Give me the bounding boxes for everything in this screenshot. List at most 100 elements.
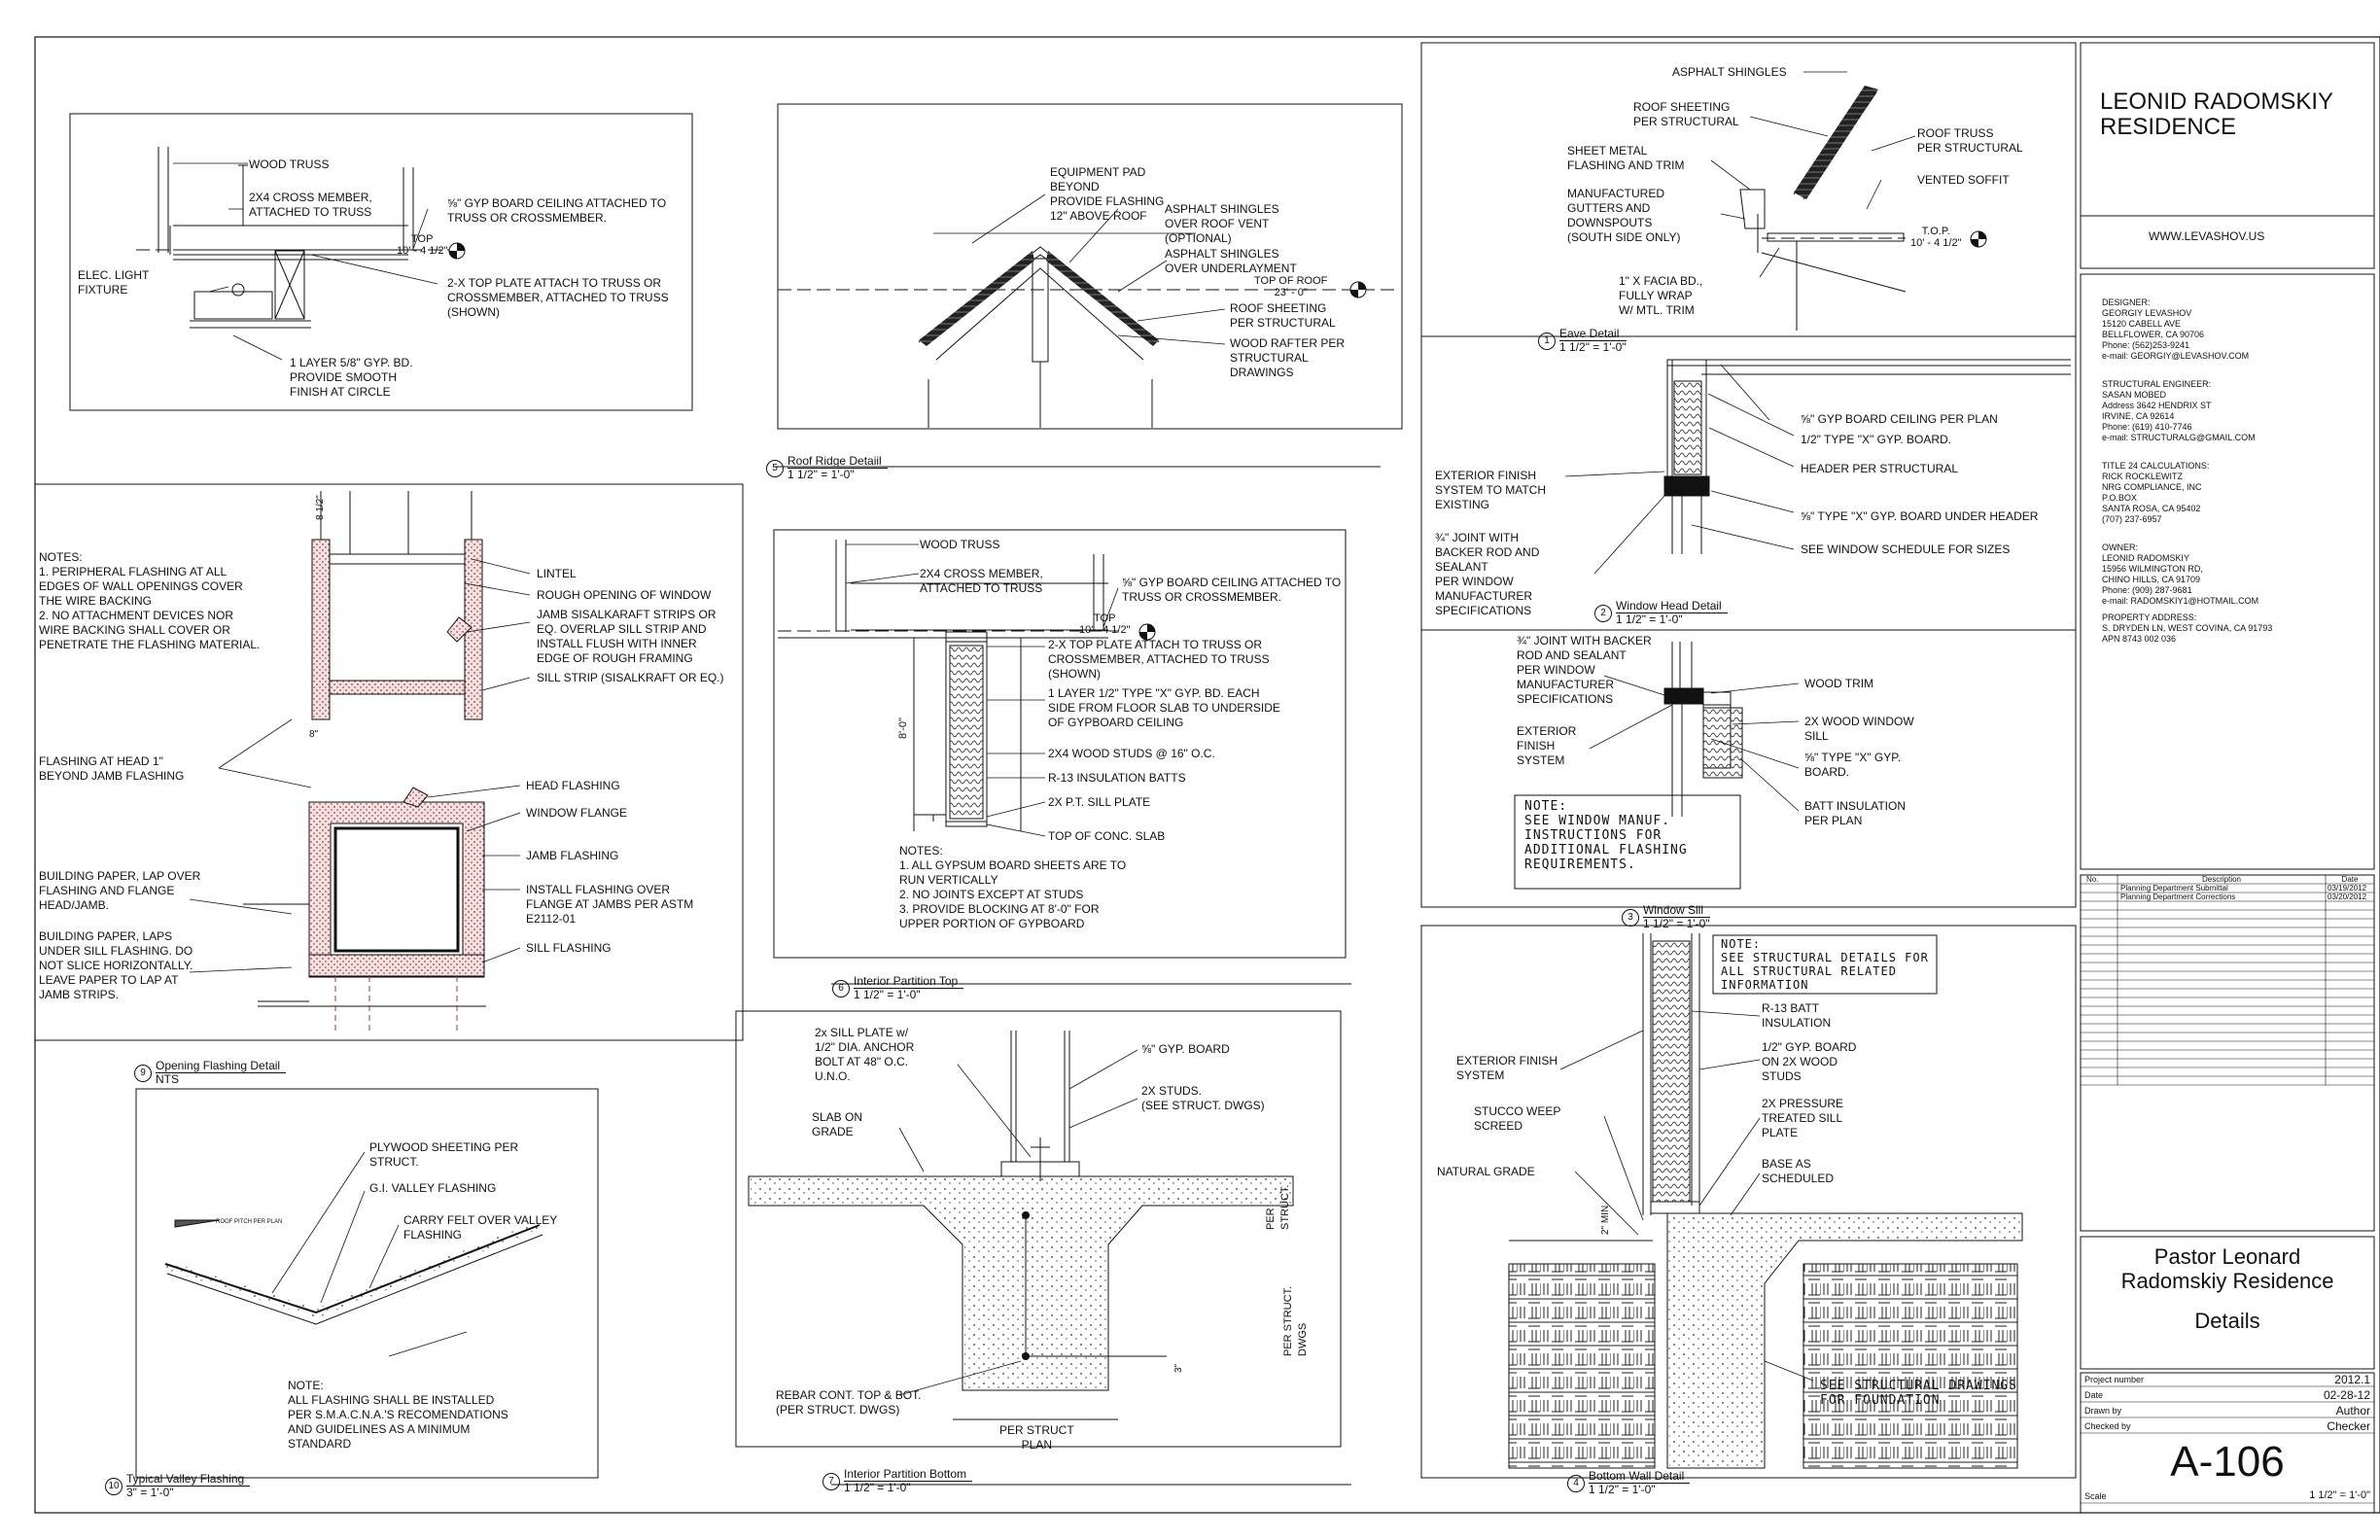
label-pt-studs: 2X4 WOOD STUDS @ 16" O.C. [1048, 747, 1215, 760]
label-cross-member: 2X4 CROSS MEMBER, ATTACHED TO TRUSS [249, 191, 372, 219]
detail-number: 3 [1622, 908, 1639, 927]
label-pb-gyp: ⅝" GYP. BOARD [1141, 1042, 1230, 1056]
label-window-schedule: SEE WINDOW SCHEDULE FOR SIZES [1801, 542, 2011, 556]
bottom-concrete [1667, 1215, 2020, 1466]
detail-scale: 1 1/2" = 1'-0" [1589, 1483, 1656, 1496]
label-top-level: TOP 10' - 4 1/2" [397, 233, 448, 257]
partition-top-insulation [949, 645, 984, 820]
head-insulation [1673, 380, 1702, 475]
detail-name: Eave Detail [1559, 328, 1627, 341]
label-see-foundation: SEE STRUCTURAL DRAWINGS FOR FOUNDATION [1820, 1379, 2018, 1408]
detail-number: 5 [766, 459, 784, 477]
label-slab-on-grade: SLAB ON GRADE [812, 1110, 863, 1138]
label-lintel: LINTEL [537, 567, 577, 580]
label-facia: 1" X FACIA BD., FULLY WRAP W/ MTL. TRIM [1619, 274, 1703, 317]
date-label: Date [2084, 1390, 2104, 1400]
sheet-title: Pastor Leonard Radomskiy Residence [2120, 1244, 2334, 1293]
ridge-shingles [919, 251, 1159, 346]
label-per-struct-plan: PER STRUCT PLAN [999, 1423, 1074, 1452]
ceiling-detail-leaders [173, 162, 438, 361]
label-pt-top: TOP 10' - 4 1/2" [1079, 612, 1131, 636]
label-flash-head: FLASHING AT HEAD 1" BEYOND JAMB FLASHING [39, 754, 185, 783]
bottom-note: NOTE: SEE STRUCTURAL DETAILS FOR ALL STR… [1721, 937, 1929, 992]
website: WWW.LEVASHOV.US [2149, 229, 2265, 243]
label-light-fixture: ELEC. LIGHT FIXTURE [78, 268, 150, 297]
dim-8: 8" [309, 729, 319, 740]
label-bottom-gyp: 1/2" GYP. BOARD ON 2X WOOD STUDS [1762, 1040, 1857, 1083]
label-per-struct-dwgs: PER STRUCT. DWGS [1282, 1285, 1309, 1356]
eave-shingles [1794, 86, 1878, 199]
ridge-level-marker [1349, 281, 1367, 298]
detail-scale: NTS [156, 1072, 179, 1086]
detail-name: Window Sill [1643, 904, 1710, 918]
label-plywood: PLYWOOD SHEETING PER STRUCT. [369, 1140, 519, 1169]
detail-scale: 1 1/2" = 1'-0" [1559, 340, 1627, 354]
revision-description: Planning Department Corrections [2120, 892, 2236, 901]
ceiling-detail [69, 113, 693, 411]
detail-scale: 3" = 1'-0" [126, 1486, 174, 1499]
label-jamb-flashing: JAMB FLASHING [526, 849, 619, 862]
label-paper-under: BUILDING PAPER, LAPS UNDER SILL FLASHING… [39, 929, 193, 1001]
label-carry-felt: CARRY FELT OVER VALLEY FLASHING [403, 1213, 558, 1242]
bottom-insulation [1652, 940, 1691, 1203]
bottom-note-box [1712, 934, 1938, 995]
revision-date: 03/19/2012 [2328, 884, 2367, 892]
scale-value: 1 1/2" = 1'-0" [2309, 1489, 2370, 1501]
detail-number: 2 [1594, 604, 1612, 622]
label-head-gyp-ceiling: ⅝" GYP BOARD CEILING PER PLAN [1801, 412, 1998, 426]
label-head-ext-finish: EXTERIOR FINISH SYSTEM TO MATCH EXISTING [1435, 469, 1547, 511]
label-wood-trim: WOOD TRIM [1804, 677, 1874, 690]
sill-note: NOTE: SEE WINDOW MANUF. INSTRUCTIONS FOR… [1524, 799, 1688, 872]
label-shingles-vent: ASPHALT SHINGLES OVER ROOF VENT (OPTIONA… [1165, 202, 1279, 245]
label-wood-truss: WOOD TRUSS [249, 158, 330, 171]
label-eave-top: T.O.P. 10' - 4 1/2" [1910, 226, 1962, 249]
eave-leaders [1710, 71, 1916, 278]
drawn-by-label: Drawn by [2084, 1406, 2122, 1416]
label-top-of-roof: TOP OF ROOF 23' - 0" [1254, 275, 1328, 298]
detail-number: 7 [822, 1472, 840, 1490]
project-number-label: Project number [2084, 1375, 2145, 1384]
sill-note-box [1514, 794, 1741, 890]
sill-detail [1420, 629, 2077, 908]
revision-description: Planning Department Submittal [2120, 884, 2228, 892]
label-roof-sheeting: ROOF SHEETING PER STRUCTURAL [1230, 301, 1336, 330]
partition-top-leaders [845, 543, 1119, 837]
detail-name: Opening Flashing Detail [156, 1060, 287, 1073]
bottom-soil-left [1508, 1263, 1656, 1469]
revision-table [2081, 875, 2374, 1086]
property-info: PROPERTY ADDRESS: S. DRYDEN LN, WEST COV… [2102, 612, 2273, 644]
label-shingles-underlayment: ASPHALT SHINGLES OVER UNDERLAYMENT [1165, 247, 1297, 275]
label-roof-truss: ROOF TRUSS PER STRUCTURAL [1917, 126, 2023, 155]
label-sheet-metal: SHEET METAL FLASHING AND TRIM [1567, 144, 1685, 172]
label-header: HEADER PER STRUCTURAL [1801, 462, 1959, 475]
label-asphalt-shingles: ASPHALT SHINGLES [1672, 65, 1787, 79]
label-sill-ext-finish: EXTERIOR FINISH SYSTEM [1517, 724, 1577, 767]
title-block-frames [2080, 42, 2375, 1514]
project-number: 2012.1 [2334, 1373, 2370, 1386]
detail-number: 6 [832, 979, 850, 998]
label-sill-batt: BATT INSULATION PER PLAN [1804, 799, 1907, 827]
label-pt-pt-plate: 2X P.T. SILL PLATE [1048, 795, 1151, 809]
rebar-top [1022, 1211, 1030, 1219]
partition-top-notes: NOTES: 1. ALL GYPSUM BOARD SHEETS ARE TO… [899, 844, 1127, 930]
detail-scale: 1 1/2" = 1'-0" [1616, 612, 1683, 626]
sill-leaders [1589, 675, 1800, 812]
label-rough-opening: ROUGH OPENING OF WINDOW [537, 588, 712, 602]
detail-scale: 1 1/2" = 1'-0" [1643, 917, 1710, 930]
detail-name: Window Head Detail [1616, 600, 1728, 613]
detail-scale: 1 1/2" = 1'-0" [854, 988, 921, 1001]
label-pt-gyp-ceiling: ⅝" GYP BOARD CEILING ATTACHED TO TRUSS O… [1122, 576, 1342, 604]
dim-3in: 3" [1173, 1363, 1184, 1373]
label-pt-r13: R-13 INSULATION BATTS [1048, 771, 1186, 785]
valley-leaders [271, 1151, 468, 1357]
label-top-plate: 2-X TOP PLATE ATTACH TO TRUSS OR CROSSME… [447, 276, 669, 319]
opening-notes: NOTES: 1. PERIPHERAL FLASHING AT ALL EDG… [39, 550, 261, 651]
partition-top-detail [773, 529, 1347, 959]
ceiling-level-marker [448, 242, 466, 260]
valley-note: NOTE: ALL FLASHING SHALL BE INSTALLED PE… [288, 1379, 508, 1451]
detail-number: 9 [134, 1064, 152, 1082]
revision-header-description: Description [2201, 875, 2241, 884]
label-sill-strip: SILL STRIP (SISALKRAFT OR EQ.) [537, 671, 724, 684]
label-pt-gyp-layer: 1 LAYER 1/2" TYPE "X" GYP. BD. EACH SIDE… [1048, 686, 1280, 729]
